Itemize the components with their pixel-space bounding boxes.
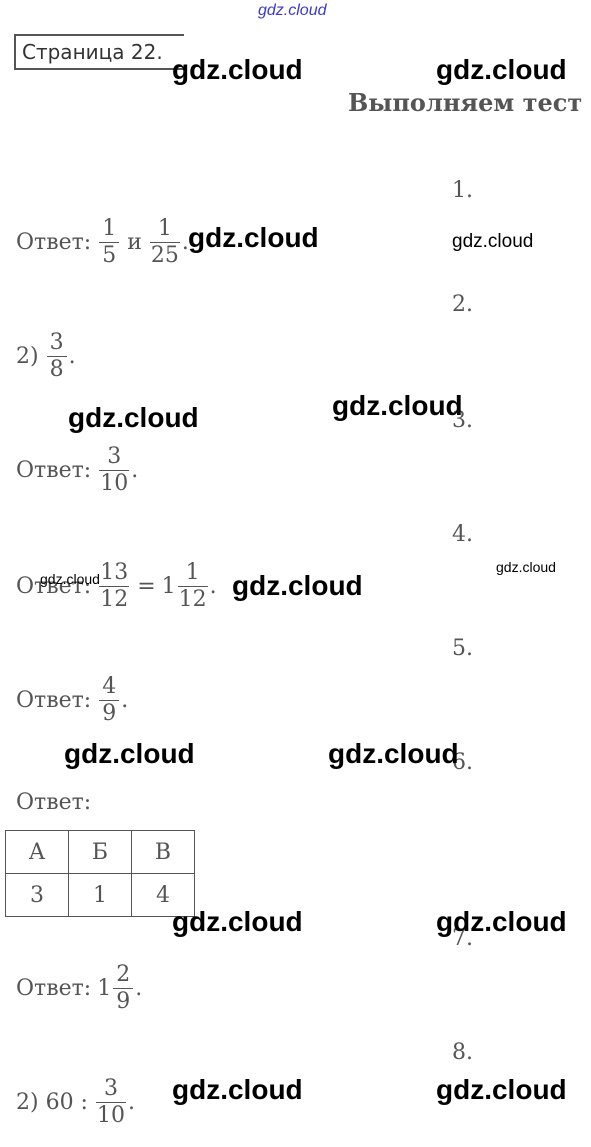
fraction: 13 12 <box>99 560 130 613</box>
watermark: gdz.cloud <box>40 571 100 587</box>
answer-label: Ответ: <box>16 458 92 483</box>
numerator: 1 <box>102 216 117 241</box>
fraction: 3 8 <box>46 330 67 383</box>
fraction: 1 25 <box>149 216 180 269</box>
watermark: gdz.cloud <box>436 54 567 85</box>
whole-part: 1 <box>161 574 176 599</box>
period: . <box>209 574 217 599</box>
watermark: gdz.cloud <box>496 559 556 575</box>
answer-8: 2) 60 : 3 10 . <box>16 1076 135 1129</box>
fraction: 3 10 <box>95 1076 126 1129</box>
period: . <box>181 230 189 255</box>
whole-part: 1 <box>97 976 112 1001</box>
fraction: 1 5 <box>99 216 120 269</box>
fraction: 2 9 <box>113 962 134 1015</box>
numerator: 4 <box>102 674 117 699</box>
watermark: gdz.cloud <box>436 906 567 937</box>
numerator: 3 <box>107 444 122 469</box>
question-number-8: 8. <box>452 1040 473 1065</box>
answer-7: Ответ: 1 2 9 . <box>16 962 142 1015</box>
answer-6-label: Ответ: <box>16 790 92 815</box>
watermark: gdz.cloud <box>172 1074 303 1105</box>
denominator: 10 <box>96 1103 125 1128</box>
table-header-row: А Б В <box>5 830 195 874</box>
question-number-3: 3. <box>452 408 473 433</box>
numerator: 1 <box>157 216 172 241</box>
question-number-7: 7. <box>452 926 473 951</box>
table-header-cell: Б <box>68 830 132 874</box>
period: . <box>68 344 76 369</box>
fraction: 3 10 <box>99 444 130 497</box>
answer-5: Ответ: 4 9 . <box>16 674 128 727</box>
watermark: gdz.cloud <box>328 738 459 769</box>
denominator: 12 <box>178 587 207 612</box>
answer-label: Ответ: <box>16 688 92 713</box>
watermark: gdz.cloud <box>64 738 195 769</box>
denominator: 8 <box>49 357 64 382</box>
denominator: 25 <box>150 243 179 268</box>
answer-label: 2) 60 : <box>16 1090 88 1115</box>
table-cell: 1 <box>68 873 132 917</box>
question-number-1: 1. <box>452 178 473 203</box>
answer-4: Ответ: 13 12 = 1 1 12 . <box>16 560 217 613</box>
watermark: gdz.cloud <box>452 231 534 252</box>
watermark: gdz.cloud <box>68 402 199 433</box>
period: . <box>131 458 139 483</box>
question-number-2: 2. <box>452 292 473 317</box>
question-number-4: 4. <box>452 522 473 547</box>
numerator: 2 <box>116 962 131 987</box>
page-title: Выполняем тест <box>348 88 583 117</box>
numerator: 3 <box>49 330 64 355</box>
answer-2: 2) 3 8 . <box>16 330 76 383</box>
equals-sign: = <box>137 574 156 599</box>
watermark: gdz.cloud <box>188 222 319 253</box>
watermark: gdz.cloud <box>172 906 303 937</box>
table-header-cell: В <box>131 830 195 874</box>
watermark: gdz.cloud <box>436 1074 567 1105</box>
answer-label: Ответ: <box>16 976 92 1001</box>
period: . <box>121 688 129 713</box>
answer-3: Ответ: 3 10 . <box>16 444 138 497</box>
table-cell: 3 <box>5 873 69 917</box>
answer-label: Ответ: <box>16 574 92 599</box>
table-header-cell: А <box>5 830 69 874</box>
numerator: 3 <box>103 1076 118 1101</box>
denominator: 12 <box>100 587 129 612</box>
question-number-6: 6. <box>452 750 473 775</box>
denominator: 5 <box>102 243 117 268</box>
watermark: gdz.cloud <box>172 54 303 85</box>
table-row: 3 1 4 <box>5 873 195 917</box>
table-cell: 4 <box>131 873 195 917</box>
answer-table: А Б В 3 1 4 <box>5 830 195 917</box>
answer-label: Ответ: <box>16 230 92 255</box>
fraction: 1 12 <box>177 560 208 613</box>
denominator: 10 <box>100 471 129 496</box>
numerator: 13 <box>100 560 129 585</box>
denominator: 9 <box>116 989 131 1014</box>
watermark: gdz.cloud <box>332 390 463 421</box>
fraction: 4 9 <box>99 674 120 727</box>
period: . <box>127 1090 135 1115</box>
conjunction: и <box>127 230 142 255</box>
numerator: 1 <box>185 560 200 585</box>
page-label: Страница 22. <box>14 34 184 70</box>
watermark-top: gdz.cloud <box>258 2 327 19</box>
denominator: 9 <box>102 701 117 726</box>
answer-label: 2) <box>16 344 39 369</box>
watermark: gdz.cloud <box>232 570 363 601</box>
question-number-5: 5. <box>452 636 473 661</box>
answer-1: Ответ: 1 5 и 1 25 . <box>16 216 189 269</box>
period: . <box>135 976 143 1001</box>
